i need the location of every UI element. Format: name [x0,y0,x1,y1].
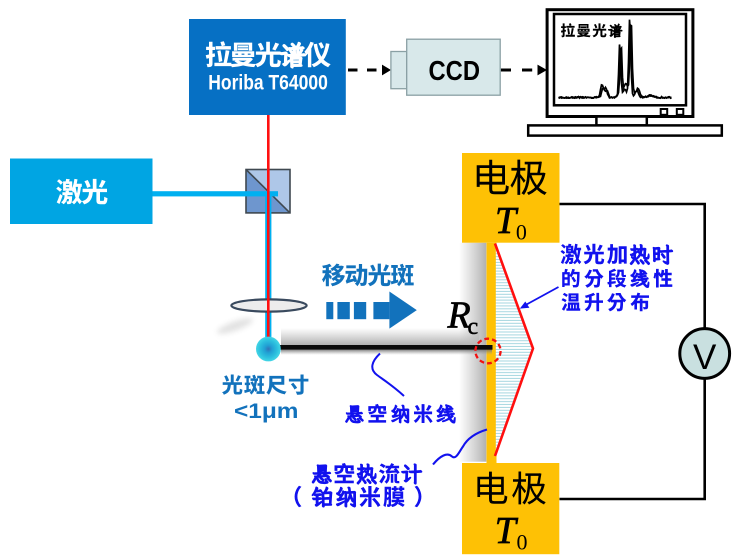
svg-text:T: T [495,200,519,242]
svg-text:CCD: CCD [429,55,481,86]
svg-text:<1μm: <1μm [234,400,299,423]
svg-text:R: R [447,294,471,336]
svg-text:0: 0 [517,529,528,554]
svg-text:Horiba T64000: Horiba T64000 [208,71,327,94]
svg-text:0: 0 [516,219,527,244]
svg-text:c: c [468,314,479,340]
svg-text:V: V [693,338,717,377]
svg-text:T: T [495,510,519,552]
